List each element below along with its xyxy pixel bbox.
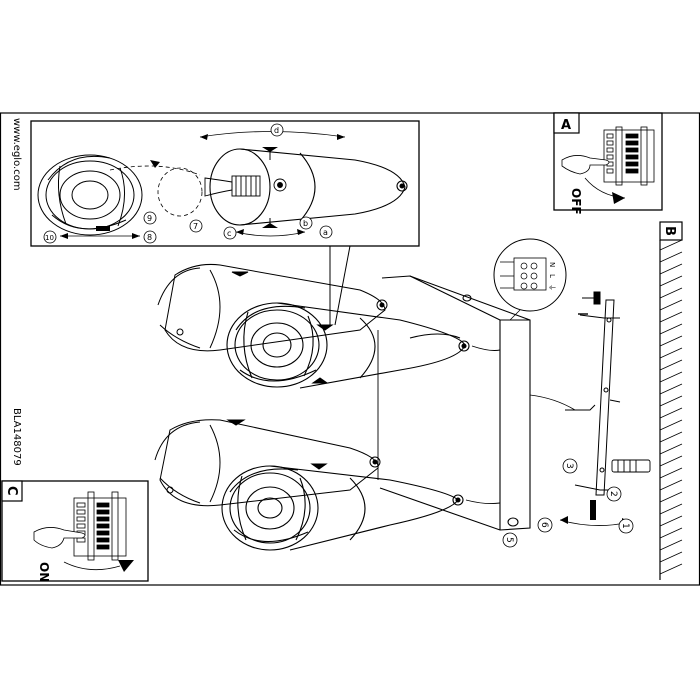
- lamp-grille-detail: [37, 154, 143, 236]
- fuse-box-off-icon: [603, 126, 655, 186]
- doc-code-text: BLA148079: [11, 408, 22, 466]
- step-1: 1: [620, 523, 630, 529]
- panel-a-switch-label: OFF: [569, 188, 583, 215]
- lamp-body-detail: [209, 148, 408, 226]
- wire-label-earth: ⏚: [548, 284, 556, 291]
- wall-plug-icon: [611, 459, 651, 473]
- lower-back-lamp: [154, 419, 381, 507]
- step-7: 7: [193, 222, 198, 231]
- step-10: 10: [45, 234, 54, 242]
- upper-front-lamp: [226, 302, 470, 389]
- panel-c-letter: C: [4, 486, 19, 496]
- bulb-socket-detail: [204, 175, 287, 197]
- main-assembly: 5: [154, 264, 531, 551]
- detail-inset: d: [30, 120, 420, 247]
- hand-icon: [561, 155, 610, 175]
- panel-a: A OFF: [553, 112, 663, 215]
- panel-b: B: [659, 221, 683, 580]
- step-9: 9: [147, 214, 152, 223]
- step-6: 6: [539, 522, 549, 528]
- lamp-base-plate: [379, 275, 531, 531]
- detail-letter-b: b: [303, 219, 308, 228]
- panel-b-letter: B: [662, 226, 677, 236]
- panel-c-switch-label: ON: [37, 562, 51, 582]
- step-2: 2: [608, 491, 618, 497]
- wire-label-l: L: [548, 274, 556, 278]
- step-5: 5: [504, 537, 514, 543]
- terminal-block-icon: N L ⏚: [493, 238, 567, 312]
- step-3: 3: [564, 463, 574, 469]
- step-8: 8: [147, 233, 152, 242]
- panel-c: C ON: [1, 480, 149, 582]
- wire-label-n: N: [548, 262, 556, 267]
- detail-letter-d: d: [274, 126, 279, 135]
- mounting-bracket: [565, 291, 621, 496]
- detail-letter-c: c: [227, 229, 231, 238]
- fuse-box-on-icon: [73, 491, 127, 561]
- wall-hatching: [659, 239, 683, 575]
- panel-a-letter: A: [561, 118, 571, 133]
- detail-letter-a: a: [323, 228, 328, 237]
- website-text: www.eglo.com: [11, 118, 22, 191]
- hand-icon: [33, 527, 86, 549]
- lower-front-lamp: [221, 463, 464, 551]
- upper-back-lamp: [157, 264, 388, 352]
